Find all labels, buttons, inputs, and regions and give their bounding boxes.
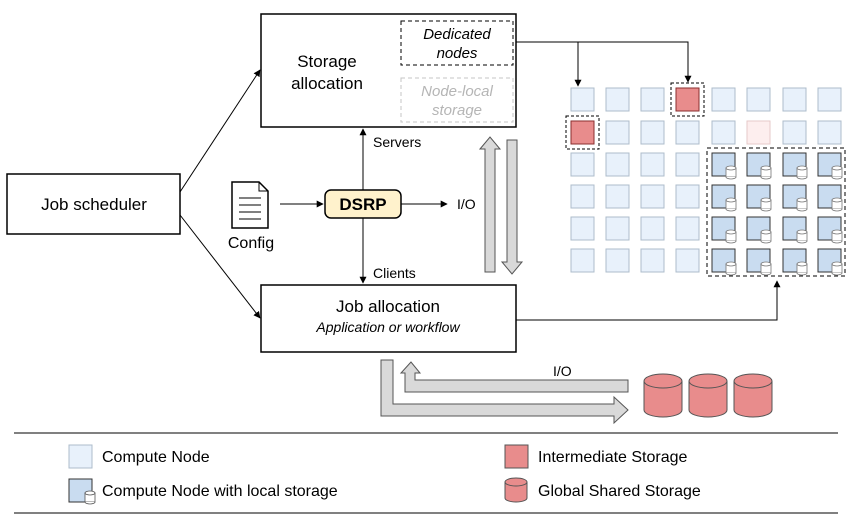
compute-node: [640, 248, 665, 273]
compute-node: [640, 87, 665, 112]
intermediate-storage-node: [570, 120, 595, 145]
compute-node-local-storage: [711, 216, 737, 244]
legend-compute-node-label: Compute Node: [102, 449, 210, 466]
compute-node: [605, 87, 630, 112]
compute-node: [817, 87, 842, 112]
dedicated-node-outline: [565, 115, 600, 150]
config-label: Config: [228, 235, 274, 252]
compute-node: [711, 87, 736, 112]
compute-node-local-storage: [746, 152, 772, 180]
compute-node: [570, 216, 595, 241]
compute-node: [675, 216, 700, 241]
compute-node: [711, 120, 736, 145]
compute-node-local-storage: [817, 152, 843, 180]
io-bottom-label: I/O: [553, 363, 572, 379]
compute-node-local-storage: [782, 152, 808, 180]
scheduler-to-job-arrow: [179, 214, 261, 319]
compute-node: [640, 152, 665, 177]
compute-node: [782, 87, 807, 112]
job-scheduler-label: Job scheduler: [41, 195, 147, 214]
compute-node-grid: [565, 82, 846, 277]
dedicated-nodes-label-1: Dedicated: [423, 26, 491, 43]
compute-node: [605, 216, 630, 241]
compute-node-local-storage: [782, 216, 808, 244]
compute-node: [746, 87, 771, 112]
compute-node-local-storage: [746, 248, 772, 276]
storage-allocation-label-1: Storage: [297, 52, 357, 71]
compute-node-local-storage: [782, 184, 808, 212]
node-local-storage-label-1: Node-local: [421, 83, 493, 100]
io-right-label: I/O: [457, 196, 476, 212]
compute-node: [605, 152, 630, 177]
compute-node-local-storage: [782, 248, 808, 276]
servers-label: Servers: [373, 134, 421, 150]
compute-node: [640, 184, 665, 209]
legend-global-storage-icon: [504, 477, 528, 503]
compute-node: [640, 120, 665, 145]
io-up-gray-arrow: [478, 136, 502, 273]
storage-allocation-label-2: allocation: [291, 74, 363, 93]
node-local-storage-box: [400, 77, 514, 123]
job-allocation-sublabel: Application or workflow: [315, 319, 460, 335]
legend-compute-local-label: Compute Node with local storage: [102, 483, 338, 500]
compute-node: [675, 120, 700, 145]
intermediate-storage-node: [675, 87, 700, 112]
compute-node: [817, 120, 842, 145]
compute-node: [570, 152, 595, 177]
compute-node: [605, 120, 630, 145]
compute-node: [570, 248, 595, 273]
compute-node: [675, 184, 700, 209]
io-down-gray-arrow: [500, 139, 524, 275]
compute-node-local-storage: [746, 216, 772, 244]
job-allocation-box: [260, 284, 517, 353]
job-to-grid-arrow: [516, 280, 781, 321]
compute-node-local-storage: [711, 248, 737, 276]
compute-node: [605, 248, 630, 273]
legend-compute-local-swatch: [68, 478, 96, 505]
io-to-global-gray-arrow: [380, 359, 629, 425]
job-scheduler-box: [6, 173, 181, 235]
global-storage-cylinder: [643, 373, 683, 418]
compute-node-local-storage: [817, 248, 843, 276]
global-shared-storage-group: [643, 373, 773, 418]
config-document-icon: [231, 181, 269, 229]
io-from-global-gray-arrow: [399, 361, 629, 393]
dedicated-to-node-arrow-1: [516, 41, 582, 87]
clients-label: Clients: [373, 265, 416, 281]
scheduler-to-storage-arrow: [179, 69, 261, 193]
global-storage-cylinder: [688, 373, 728, 418]
compute-node-local-storage: [711, 184, 737, 212]
node-local-storage-label-2: storage: [432, 102, 482, 119]
compute-node-local-storage: [817, 216, 843, 244]
dsrp-label: DSRP: [339, 195, 386, 214]
legend-global-storage-label: Global Shared Storage: [538, 483, 701, 500]
compute-node: [640, 216, 665, 241]
legend-intermediate-label: Intermediate Storage: [538, 449, 688, 466]
job-allocation-label: Job allocation: [336, 297, 440, 316]
dedicated-to-node-arrow-2: [578, 41, 692, 83]
compute-node: [605, 184, 630, 209]
node-local-storage-node: [746, 120, 771, 145]
dedicated-node-outline: [670, 82, 705, 117]
compute-node: [675, 152, 700, 177]
legend-intermediate-swatch: [504, 444, 529, 469]
compute-node: [782, 120, 807, 145]
legend-compute-node-swatch: [68, 444, 93, 469]
compute-node: [570, 87, 595, 112]
global-storage-cylinder: [733, 373, 773, 418]
compute-node: [675, 248, 700, 273]
dedicated-nodes-box: [400, 20, 514, 66]
compute-node-local-storage: [746, 184, 772, 212]
compute-node-local-storage: [711, 152, 737, 180]
dedicated-nodes-label-2: nodes: [437, 45, 478, 62]
compute-node: [570, 184, 595, 209]
compute-node-local-storage: [817, 184, 843, 212]
